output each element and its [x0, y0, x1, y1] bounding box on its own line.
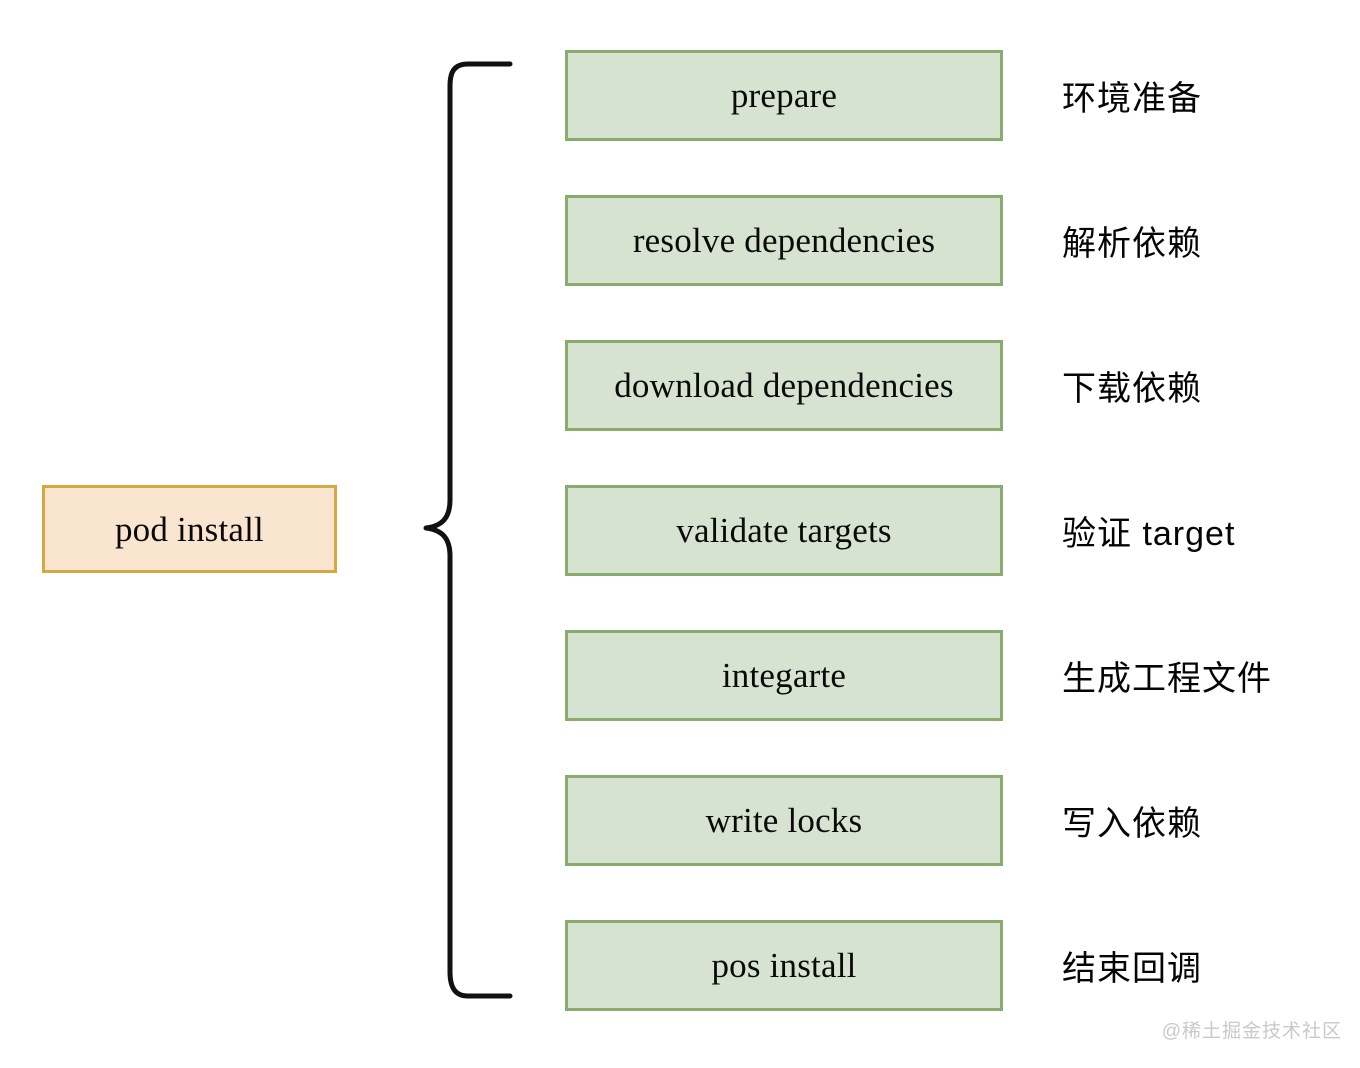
step-label: pos install — [711, 946, 857, 985]
step-annotation-validate-targets: 验证 target — [1062, 485, 1235, 576]
step-box-pos-install[interactable]: pos install — [565, 920, 1003, 1011]
step-box-write-locks[interactable]: write locks — [565, 775, 1003, 866]
step-annotation-resolve-dependencies: 解析依赖 — [1062, 195, 1202, 286]
step-box-validate-targets[interactable]: validate targets — [565, 485, 1003, 576]
annotation-text: 生成工程文件 — [1062, 660, 1272, 698]
step-label: download dependencies — [614, 366, 954, 405]
annotation-text: 解析依赖 — [1062, 225, 1202, 263]
step-label: resolve dependencies — [632, 221, 936, 260]
root-node-pod-install[interactable]: pod install — [42, 485, 337, 573]
root-node-label: pod install — [114, 509, 264, 549]
step-label: validate targets — [676, 511, 892, 550]
step-annotation-download-dependencies: 下载依赖 — [1062, 340, 1202, 431]
step-box-resolve-dependencies[interactable]: resolve dependencies — [565, 195, 1003, 286]
step-label: integarte — [721, 656, 847, 695]
annotation-text: 验证 target — [1062, 515, 1236, 553]
step-box-prepare[interactable]: prepare — [565, 50, 1003, 141]
annotation-text: 结束回调 — [1062, 950, 1202, 988]
annotation-text: 写入依赖 — [1062, 805, 1202, 843]
step-annotation-pos-install: 结束回调 — [1062, 920, 1202, 1011]
annotation-text: 下载依赖 — [1062, 370, 1202, 408]
step-label: write locks — [705, 801, 863, 840]
watermark: @稀土掘金技术社区 — [1161, 1021, 1342, 1042]
step-annotation-write-locks: 写入依赖 — [1062, 775, 1202, 866]
step-annotation-integarte: 生成工程文件 — [1062, 630, 1272, 721]
step-annotation-prepare: 环境准备 — [1062, 50, 1202, 141]
step-box-download-dependencies[interactable]: download dependencies — [565, 340, 1003, 431]
annotation-text: 环境准备 — [1062, 80, 1202, 118]
step-label: prepare — [730, 76, 838, 115]
step-box-integarte[interactable]: integarte — [565, 630, 1003, 721]
curly-brace-connector — [423, 61, 513, 999]
